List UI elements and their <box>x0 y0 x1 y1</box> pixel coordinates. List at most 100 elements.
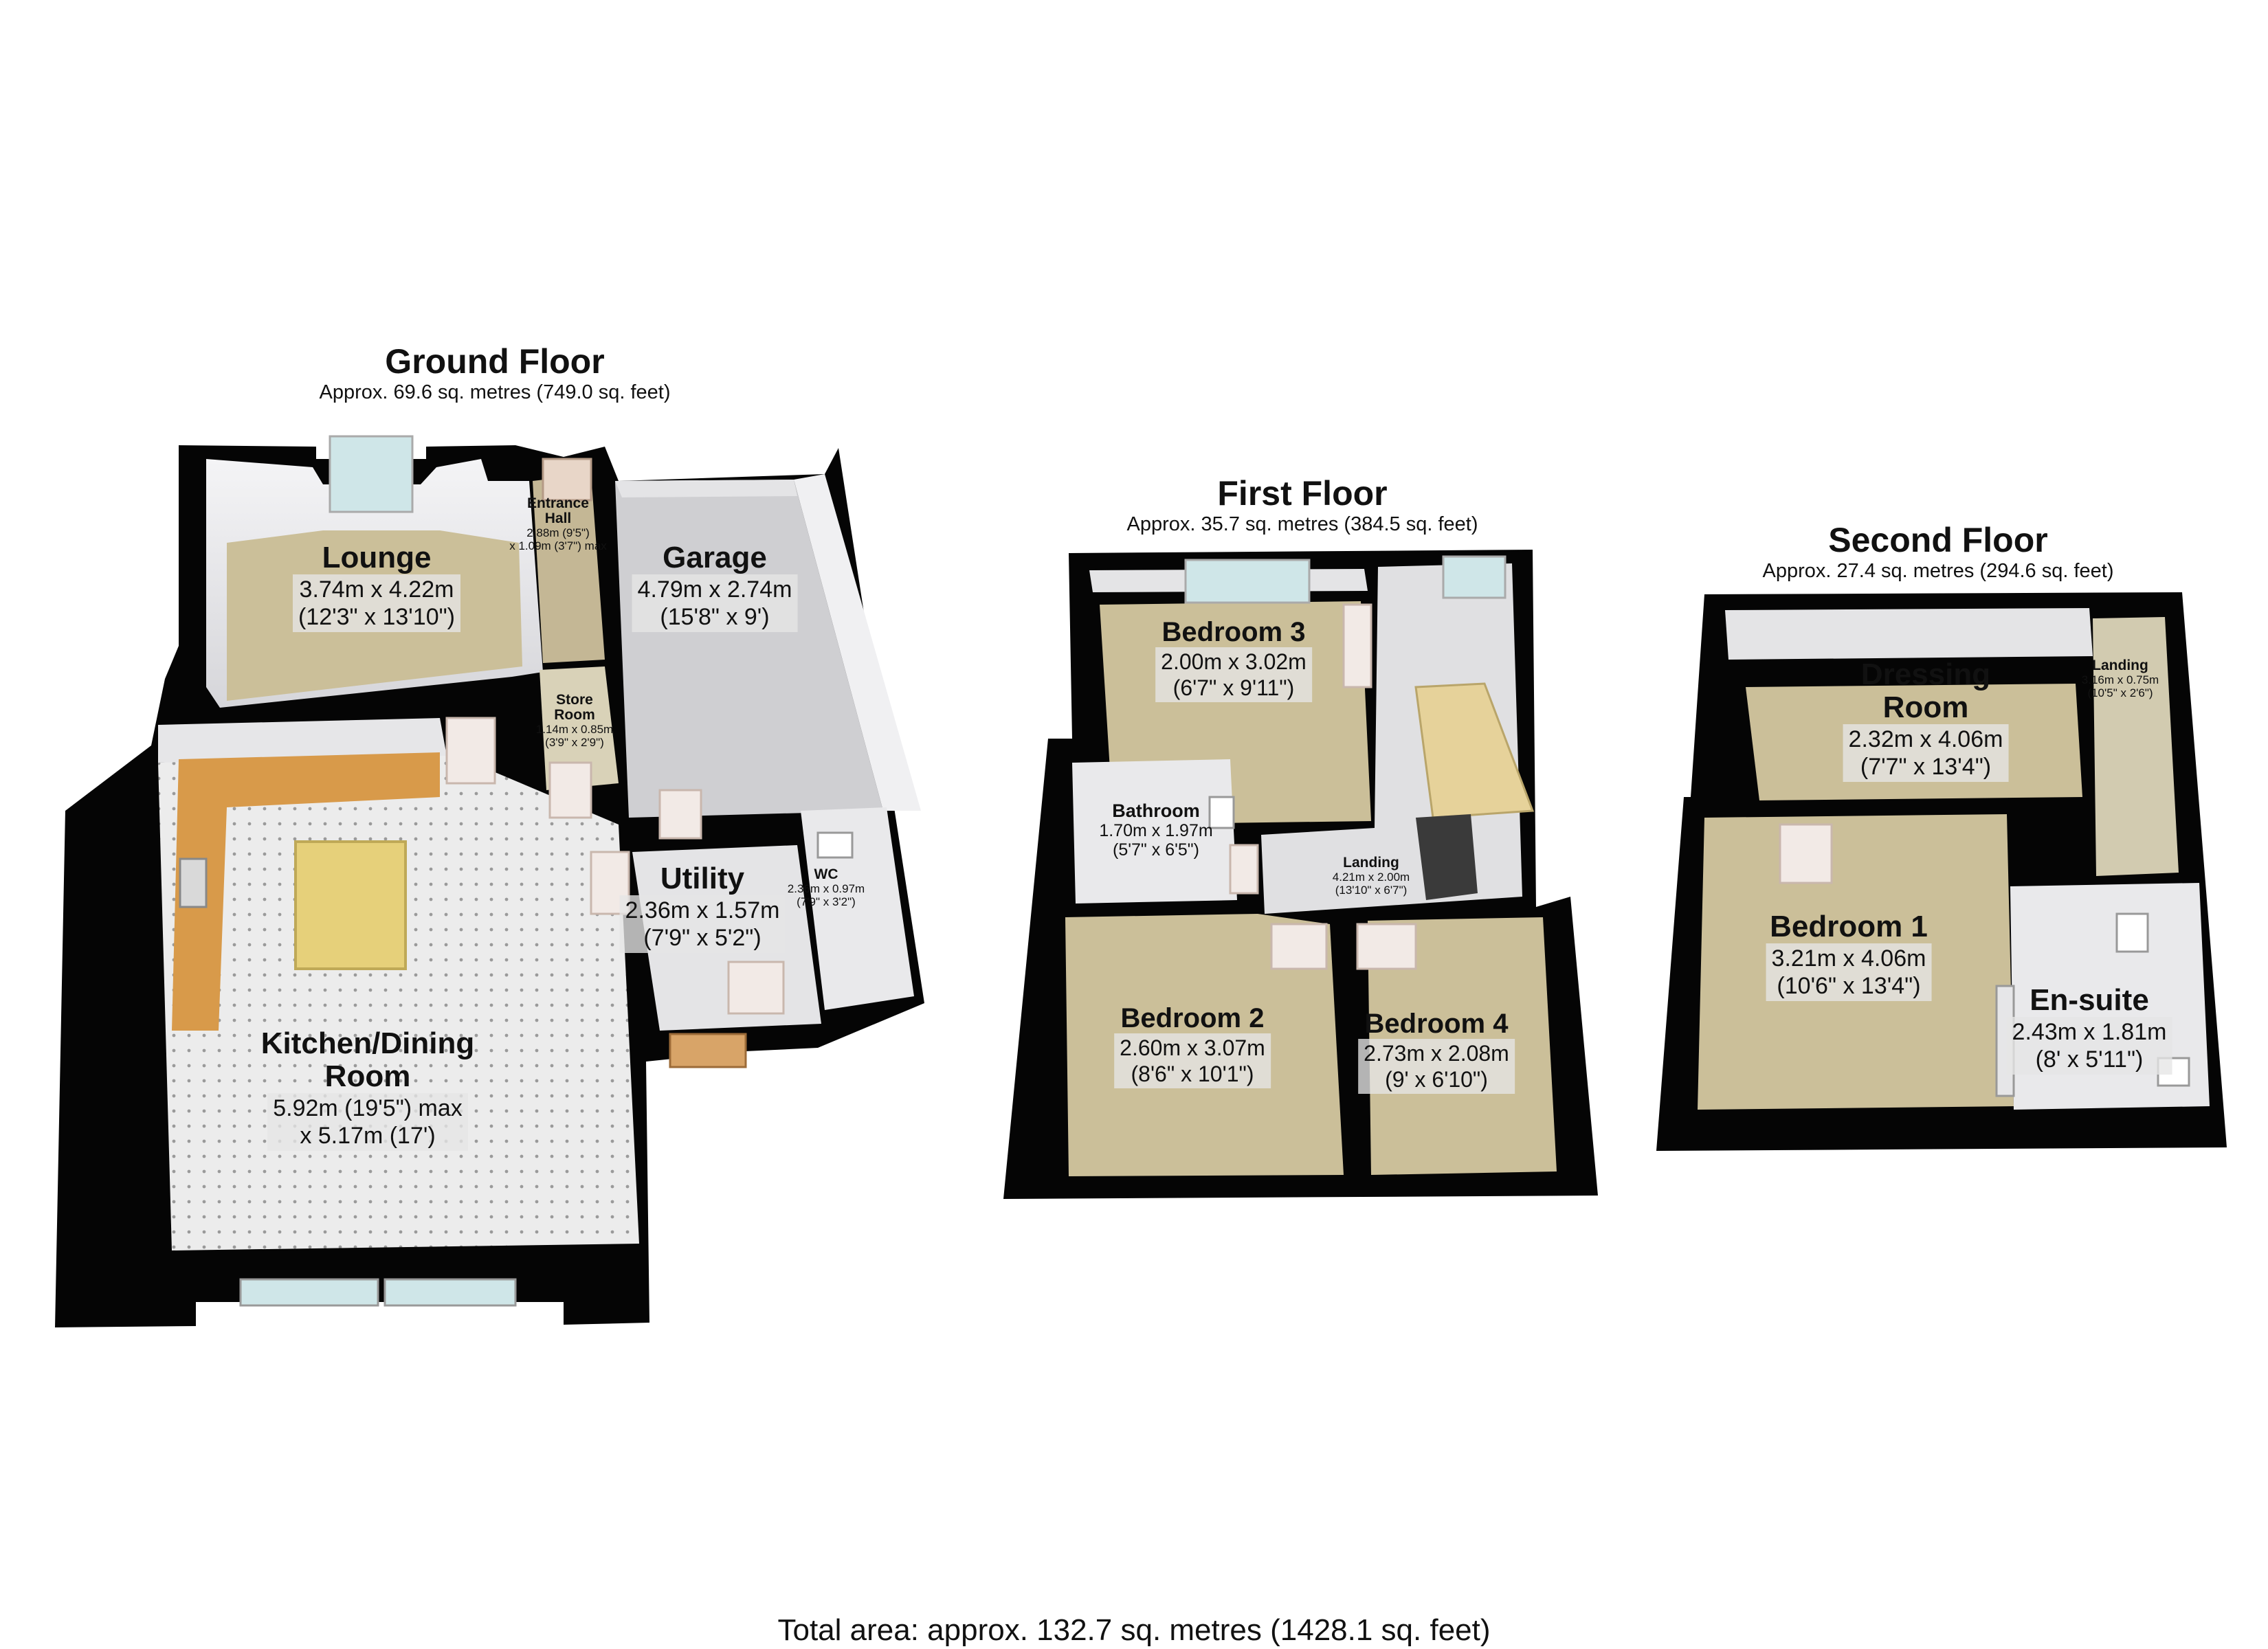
lounge-bay-window <box>329 435 414 513</box>
floor-area: Approx. 69.6 sq. metres (749.0 sq. feet) <box>319 381 671 403</box>
second-floor-landing-floor <box>2093 617 2179 876</box>
room-dims: 1.14m x 0.85m <box>535 723 614 736</box>
room-label-kitchen-dining: Kitchen/Dining Room 5.92m (19'5") max x … <box>237 1027 498 1151</box>
room-dims-imperial: (13'10" x 6'7") <box>1335 884 1408 897</box>
side-door <box>669 1033 747 1068</box>
kitchen-sink <box>179 857 208 908</box>
kitchen-worktop <box>172 752 440 1031</box>
room-label-bedroom-4: Bedroom 4 2.73m x 2.08m (9' x 6'10") <box>1358 1009 1515 1094</box>
room-dims: 3.74m x 4.22m <box>299 576 454 603</box>
room-dims-imperial: (5'7" x 6'5") <box>1113 840 1199 860</box>
room-dims: 2.36m x 1.57m <box>625 897 780 923</box>
bathroom-door <box>1229 844 1259 895</box>
bedroom-3-window <box>1184 559 1311 604</box>
bathroom-toilet <box>1208 796 1235 829</box>
room-name: En-suite <box>2030 983 2149 1017</box>
room-dims: 2.60m x 3.07m <box>1120 1035 1265 1060</box>
second-floor-heading: Second Floor Approx. 27.4 sq. metres (29… <box>1704 521 2172 583</box>
room-label-bathroom: Bathroom 1.70m x 1.97m (5'7" x 6'5") <box>1099 800 1212 860</box>
room-label-bedroom-1: Bedroom 1 3.21m x 4.06m (10'6" x 13'4") <box>1766 910 1932 1001</box>
floor-title: Ground Floor <box>385 342 605 381</box>
room-dims: 4.21m x 2.00m <box>1332 871 1410 884</box>
floor-area: Approx. 35.7 sq. metres (384.5 sq. feet) <box>1126 513 1478 535</box>
wc-toilet <box>816 831 854 859</box>
room-name: Garage <box>663 541 767 574</box>
room-dims: 1.70m x 1.97m <box>1099 821 1213 840</box>
room-dims: 3.21m x 4.06m <box>1771 945 1926 972</box>
room-label-dressing-room: Dressing Room 2.32m x 4.06m (7'7" x 13'4… <box>1843 658 2009 782</box>
en-suite-toilet <box>2115 912 2149 953</box>
front-door <box>542 458 592 502</box>
room-dims-imperial: (10'6" x 13'4") <box>1777 973 1921 999</box>
room-name: Lounge <box>322 541 432 574</box>
store-room-door <box>548 761 592 819</box>
room-name: WC <box>814 866 838 882</box>
room-name: Utility <box>660 862 745 895</box>
room-dims: 2.00m x 3.02m <box>1161 649 1307 674</box>
room-label-bedroom-3: Bedroom 3 2.00m x 3.02m (6'7" x 9'11") <box>1155 617 1312 702</box>
room-dims-imperial: (6'7" x 9'11") <box>1172 675 1295 700</box>
bedroom-2-door <box>1270 923 1328 970</box>
room-name: Bedroom 1 <box>1770 910 1928 943</box>
room-name: Landing <box>2092 658 2148 673</box>
room-dims: 2.73m x 2.08m <box>1364 1041 1509 1066</box>
room-dims-imperial: (3'9" x 2'9") <box>545 736 604 749</box>
room-dims: 2.43m x 1.81m <box>2012 1019 2167 1045</box>
room-dims-imperial: (7'9" x 3'2") <box>797 895 856 908</box>
garage-door-internal <box>658 789 702 840</box>
bathroom-floor <box>1072 759 1237 904</box>
ground-floor-heading: Ground Floor Approx. 69.6 sq. metres (74… <box>261 342 729 404</box>
room-dims-imperial: (8' x 5'11") <box>2035 1046 2144 1073</box>
room-label-en-suite: En-suite 2.43m x 1.81m (8' x 5'11") <box>2006 983 2172 1075</box>
bedroom-4-door <box>1356 923 1417 970</box>
back-door <box>727 961 785 1015</box>
room-name: Bedroom 2 <box>1120 1003 1265 1033</box>
kitchen-patio-door <box>239 1278 379 1307</box>
entrance-hall-floor <box>533 474 605 663</box>
room-label-bedroom-2: Bedroom 2 2.60m x 3.07m (8'6" x 10'1") <box>1114 1003 1271 1088</box>
garage-floor <box>615 480 883 818</box>
floor-area: Approx. 27.4 sq. metres (294.6 sq. feet) <box>1762 560 2114 582</box>
room-name: Bathroom <box>1112 800 1200 821</box>
room-dims-imperial: (15'8" x 9') <box>660 604 770 630</box>
landing-window <box>1442 555 1507 599</box>
kitchen-dining-floor <box>158 749 639 1250</box>
room-dims-imperial: (7'7" x 13'4") <box>1860 754 1992 780</box>
room-dims: 4.79m x 2.74m <box>637 576 792 603</box>
store-room-floor <box>540 666 619 790</box>
staircase <box>1414 682 1535 819</box>
room-dims: 3.16m x 0.75m <box>2081 673 2159 686</box>
room-dims-imperial: (9' x 6'10") <box>1385 1067 1488 1092</box>
room-name: Bedroom 4 <box>1364 1009 1509 1039</box>
room-dims-imperial: x 5.17m (17') <box>300 1123 436 1149</box>
room-dims: 5.92m (19'5") max <box>273 1095 463 1121</box>
floor-title: First Floor <box>1217 474 1388 513</box>
kitchen-island <box>294 840 407 970</box>
room-label-garage: Garage 4.79m x 2.74m (15'8" x 9') <box>632 541 798 632</box>
lounge-door <box>445 717 496 785</box>
room-label-store-room: Store Room 1.14m x 0.85m (3'9" x 2'9") <box>535 692 614 750</box>
room-dims-imperial: (7'9" x 5'2") <box>643 925 761 951</box>
total-area: Total area: approx. 132.7 sq. metres (14… <box>777 1613 1491 1647</box>
bedroom-3-door <box>1342 603 1372 688</box>
room-dims-imperial: (8'6" x 10'1") <box>1131 1062 1254 1086</box>
first-floor-heading: First Floor Approx. 35.7 sq. metres (384… <box>1069 474 1536 536</box>
room-label-utility: Utility 2.36m x 1.57m (7'9" x 5'2") <box>619 862 786 953</box>
kitchen-patio-door-2 <box>383 1278 517 1307</box>
room-name: Store Room <box>554 692 595 723</box>
room-label-second-landing: Landing 3.16m x 0.75m (10'5" x 2'6") <box>2081 658 2159 700</box>
room-name: Dressing Room <box>1860 658 1991 724</box>
room-label-entrance-hall: Entrance Hall 2.88m (9'5") x 1.09m (3'7"… <box>509 496 607 553</box>
room-dims-imperial: (12'3" x 13'10") <box>298 604 456 630</box>
dressing-room-door <box>1779 823 1833 884</box>
room-dims: 2.88m (9'5") <box>526 526 590 539</box>
room-name: Kitchen/Dining Room <box>260 1027 475 1093</box>
room-dims: 2.36m x 0.97m <box>787 882 865 895</box>
room-dims-imperial: x 1.09m (3'7") max <box>509 539 607 552</box>
room-label-first-landing: Landing 4.21m x 2.00m (13'10" x 6'7") <box>1333 855 1410 897</box>
room-label-wc: WC 2.36m x 0.97m (7'9" x 3'2") <box>787 866 865 909</box>
room-name: Landing <box>1343 855 1399 871</box>
floor-title: Second Floor <box>1828 521 2048 559</box>
room-label-lounge: Lounge 3.74m x 4.22m (12'3" x 13'10") <box>292 541 461 632</box>
room-dims: 2.32m x 4.06m <box>1848 726 2003 752</box>
